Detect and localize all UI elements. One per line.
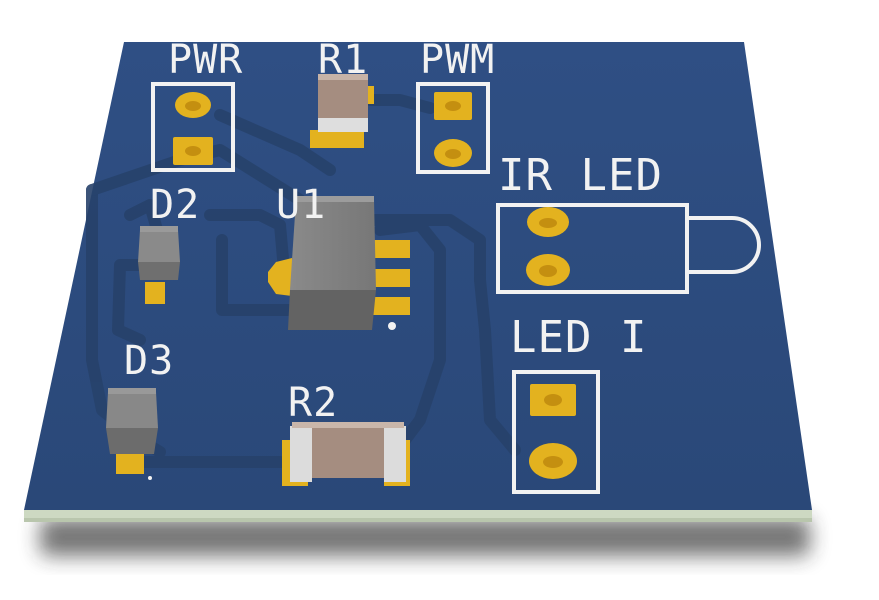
d2-diode — [138, 226, 180, 304]
r2-resistor — [282, 422, 410, 486]
label-pwm: PWM — [420, 37, 495, 83]
pwm-pin-1-square — [434, 92, 472, 120]
ir-led-pin-2 — [526, 254, 570, 286]
u1-regulator — [268, 196, 410, 330]
r1-resistor — [310, 74, 374, 148]
label-d2: D2 — [150, 182, 200, 228]
label-led-i: LED I — [510, 312, 647, 363]
pcb-board — [24, 42, 812, 510]
pwr-pin-1 — [175, 92, 211, 118]
d3-diode — [106, 388, 158, 480]
pwr-pin-2-square — [173, 137, 213, 165]
label-ir-led: IR LED — [498, 150, 663, 201]
pwm-silkscreen-outline — [416, 82, 490, 174]
led-i-header — [512, 370, 600, 494]
pwm-pin-2 — [434, 139, 472, 167]
led-i-pin-2 — [529, 443, 577, 479]
pwr-silkscreen-outline — [151, 82, 235, 172]
label-r2: R2 — [288, 380, 338, 426]
pwr-header — [151, 82, 235, 172]
board-shadow — [40, 518, 810, 556]
silkscreen-labels: PWR R1 PWM D2 U1 IR LED D3 R2 LED I — [124, 37, 663, 426]
ir-led-silkscreen-outline — [496, 203, 689, 294]
ir-led — [496, 203, 761, 294]
led-i-pin-1-square — [530, 384, 576, 416]
board-edge — [24, 510, 812, 520]
ir-led-lens-outline — [687, 216, 761, 274]
board-edge-dark — [24, 518, 812, 522]
label-u1: U1 — [276, 182, 326, 228]
label-d3: D3 — [124, 338, 174, 384]
pwm-header — [416, 82, 490, 174]
label-pwr: PWR — [168, 37, 243, 83]
led-i-silkscreen-outline — [512, 370, 600, 494]
ir-led-pin-1 — [527, 207, 569, 237]
label-r1: R1 — [318, 37, 368, 83]
